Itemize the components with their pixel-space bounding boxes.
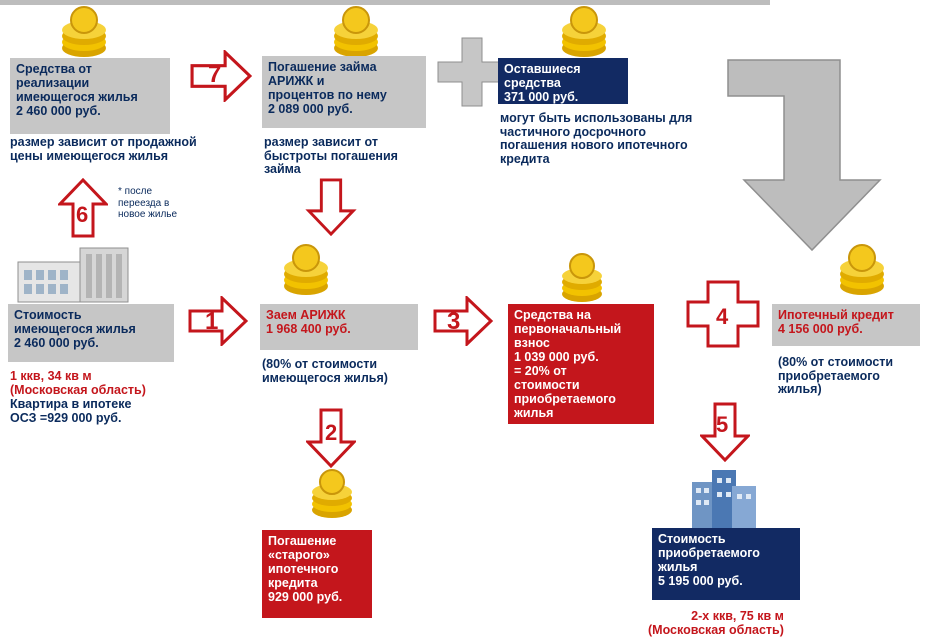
plus-step-4-icon [686,280,760,348]
big-gray-arrow-icon [727,59,882,252]
down-payment-box: Средства на первоначальный взнос 1 039 0… [508,304,654,424]
step-3-label: 3 [447,308,460,335]
after-move-note: * после переезда в новое жилье [118,186,178,220]
arrow-down-icon [307,178,355,236]
loan-percent-note: (80% от стоимости имеющегося жилья) [262,357,388,385]
step-5-label: 5 [716,412,728,437]
new-flat-note: 2-х ккв, 75 кв м (Московская область) [648,609,784,637]
building-icon [692,470,756,530]
proceeds-note: размер зависит от продажной цены имеющег… [10,135,197,163]
mortgage-box: Ипотечный кредит 4 156 000 руб. [772,304,920,346]
repay-loan-box: Погашение займа АРИЖК и процентов по нем… [262,56,426,128]
current-flat-note: 1 ккв, 34 кв м (Московская область) [10,369,146,397]
step-1-label: 1 [205,308,218,335]
coins-icon [312,469,352,518]
coins-icon [562,6,606,57]
plus-icon [437,37,507,107]
coins-icon [62,6,106,57]
top-divider [0,0,770,5]
step-6-label: 6 [76,202,88,227]
coins-icon [840,244,884,295]
step-4-label: 4 [716,304,729,329]
coins-icon [284,244,328,295]
coins-icon [562,253,602,302]
step-7-label: 7 [208,61,221,88]
remaining-box: Оставшиеся средства 371 000 руб. [498,58,628,104]
coins-icon [334,6,378,57]
proceeds-box: Средства от реализации имеющегося жилья … [10,58,170,134]
arrow-step-3-icon [433,296,493,346]
house-icon [17,247,129,303]
step-2-label: 2 [325,420,337,445]
repay-note: размер зависит от быстроты погашения зай… [264,135,398,176]
old-mortgage-box: Погашение «старого» ипотечного кредита 9… [262,530,372,618]
current-mortgage-note: Квартира в ипотеке ОСЗ =929 000 руб. [10,397,132,425]
remaining-note: могут быть использованы для частичного д… [500,111,693,166]
current-value-box: Стоимость имеющегося жилья 2 460 000 руб… [8,304,174,362]
mortgage-percent-note: (80% от стоимости приобретаемого жилья) [778,355,894,396]
new-value-box: Стоимость приобретаемого жилья 5 195 000… [652,528,800,600]
loan-box: Заем АРИЖК 1 968 400 руб. [260,304,418,350]
